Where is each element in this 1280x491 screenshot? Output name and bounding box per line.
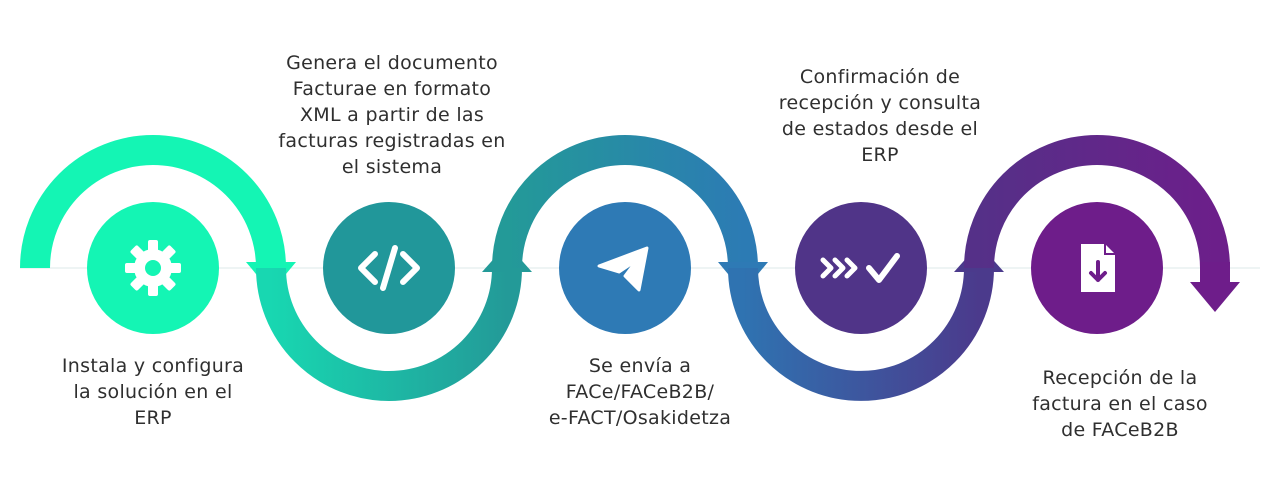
arc-5 <box>964 135 1230 269</box>
step-circle-4 <box>795 202 927 334</box>
step-label-line: ERP <box>134 407 172 429</box>
double-check-icon <box>820 253 900 283</box>
arrow-head-5 <box>1190 282 1240 312</box>
step-label-line: Se envía a <box>588 355 692 377</box>
arc-1 <box>20 135 286 269</box>
arc-4 <box>728 267 994 401</box>
step-label-line: facturas registradas en <box>278 130 506 152</box>
step-label-line: Confirmación de <box>799 66 961 88</box>
arc-2 <box>256 267 522 401</box>
code-icon <box>358 245 420 291</box>
step-label-line: Recepción de la <box>1042 367 1198 389</box>
step-label-line: Genera el documento <box>286 52 498 74</box>
step-label-line: recepción y consulta <box>778 92 982 114</box>
step-label-line: de FACeB2B <box>1061 419 1179 441</box>
step-label-line: e-FACT/Osakidetza <box>548 407 732 429</box>
step-label-line: ERP <box>861 144 899 166</box>
step-label-line: factura en el caso <box>1032 393 1208 415</box>
step-label-line: Instala y configura <box>61 355 245 377</box>
step-label-4: Confirmación de recepción y consulta de es… <box>740 64 1020 168</box>
step-label-3: Se envía a FACe/FACeB2B/e-FACT/Osakidetza <box>500 353 780 431</box>
send-icon <box>597 246 649 292</box>
arc-3 <box>492 135 758 269</box>
step-label-line: de estados desde el <box>781 118 979 140</box>
step-label-line: FACe/FACeB2B/ <box>565 381 715 403</box>
step-label-line: XML a partir de las <box>299 104 485 126</box>
step-label-line: la solución en el <box>73 381 233 403</box>
step-label-line: Facturae en formato <box>292 78 492 100</box>
step-label-line: el sistema <box>341 156 443 178</box>
step-label-1: Instala y configura la solución en el ERP <box>13 353 293 431</box>
download-file-icon <box>1081 244 1115 292</box>
step-label-5: Recepción de la factura en el caso de FACe… <box>980 365 1260 443</box>
gear-icon <box>125 240 181 296</box>
arrow-shaft-5 <box>1200 262 1230 284</box>
